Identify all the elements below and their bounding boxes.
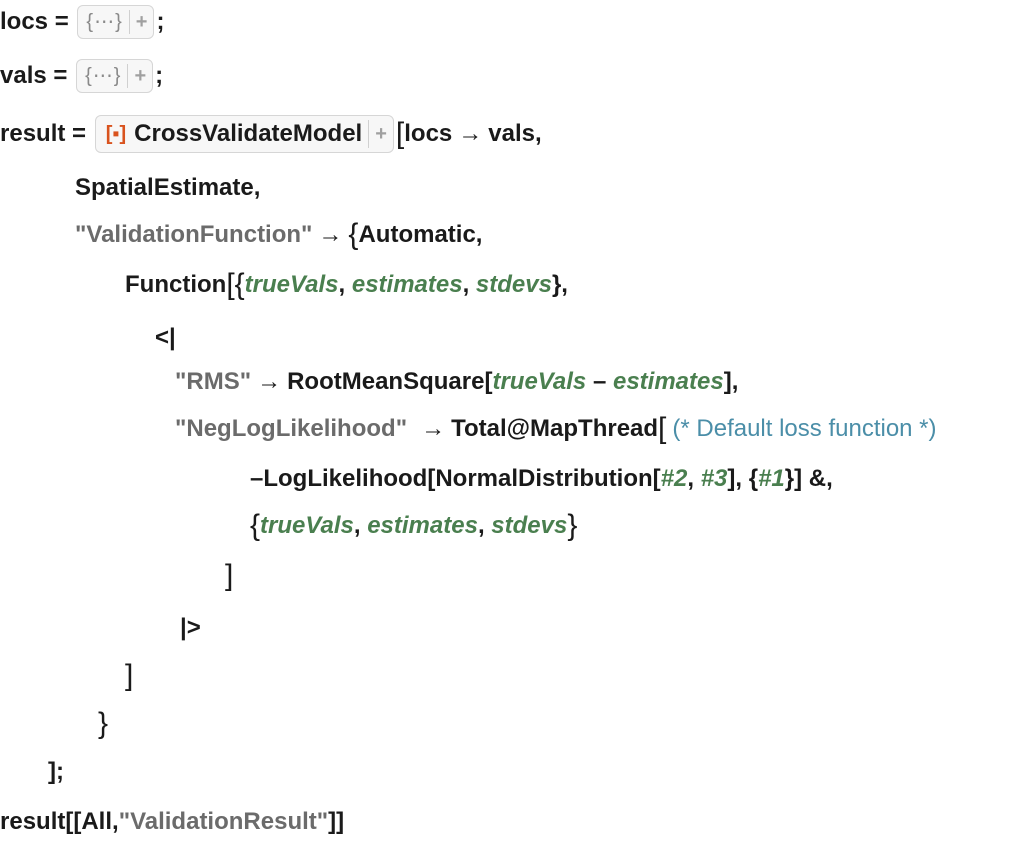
code-line-association-open: <|: [155, 324, 176, 351]
expand-plus-icon[interactable]: +: [375, 123, 387, 145]
symbol-vals: vals: [0, 62, 47, 89]
code-line-rms: "RMS" → RootMeanSquare[ trueVals – estim…: [175, 362, 738, 402]
slot-1: #1: [758, 465, 785, 492]
variable-estimates: estimates: [351, 271, 463, 298]
variable-truevals: trueVals: [260, 512, 354, 539]
code-line-mapthread-close: ]: [225, 559, 234, 592]
code-line-association-close: |>: [180, 614, 201, 641]
expand-plus-icon[interactable]: +: [134, 65, 147, 87]
code-line-function-close: ]: [125, 659, 134, 692]
code-line-loglikelihood: –LogLikelihood[NormalDistribution[ #2 , …: [250, 459, 833, 499]
code-line-locs: locs = {⋯} + ;: [0, 2, 164, 42]
variable-stdevs: stdevs: [491, 512, 568, 539]
resource-function-name: CrossValidateModel: [134, 120, 363, 147]
variable-estimates: estimates: [612, 368, 724, 395]
code-line-function: Function [{ trueVals , estimates , stdev…: [125, 265, 568, 305]
slot-3: #3: [700, 465, 728, 492]
iconized-list-box[interactable]: {⋯} +: [76, 59, 154, 93]
code-line-arglist: { trueVals , estimates , stdevs }: [250, 506, 577, 546]
rule-arrow: →: [421, 415, 446, 442]
code-line-vals: vals = {⋯} + ;: [0, 56, 163, 96]
code-line-list-close: }: [98, 707, 109, 740]
rule-arrow: →: [458, 120, 483, 147]
expand-plus-icon[interactable]: +: [135, 11, 148, 33]
resource-function-box[interactable]: [▪] CrossValidateModel +: [94, 115, 394, 153]
variable-stdevs: stdevs: [475, 271, 552, 298]
string-literal: "ValidationFunction": [75, 221, 313, 248]
code-line-result-part: result[[All, "ValidationResult" ]]: [0, 802, 344, 842]
ellipsis-icon: {⋯}: [86, 11, 123, 33]
variable-truevals: trueVals: [492, 368, 587, 395]
resource-function-icon: [▪]: [105, 123, 127, 145]
string-literal: "NegLogLikelihood": [175, 415, 408, 442]
rule-arrow: →: [257, 368, 282, 395]
code-comment: (* Default loss function *): [672, 415, 937, 442]
code-line-validationfunction: "ValidationFunction" → { Automatic,: [75, 215, 482, 255]
code-line-crossvalidate-close: ];: [48, 758, 64, 785]
variable-estimates: estimates: [367, 512, 478, 539]
iconized-list-box[interactable]: {⋯} +: [77, 5, 155, 39]
code-line-negloglikelihood: "NegLogLikelihood" → Total@MapThread [ (…: [175, 409, 937, 449]
rule-arrow: →: [318, 221, 343, 248]
symbol-locs: locs: [0, 8, 49, 35]
code-line-spatialestimate: SpatialEstimate,: [75, 174, 261, 201]
symbol-result: result: [0, 120, 66, 147]
code-line-result: result = [▪] CrossValidateModel + [ locs…: [0, 114, 542, 154]
variable-truevals: trueVals: [244, 271, 339, 298]
ellipsis-icon: {⋯}: [85, 65, 122, 87]
string-literal: "ValidationResult": [118, 808, 329, 835]
string-literal: "RMS": [175, 368, 252, 395]
slot-2: #2: [660, 465, 688, 492]
